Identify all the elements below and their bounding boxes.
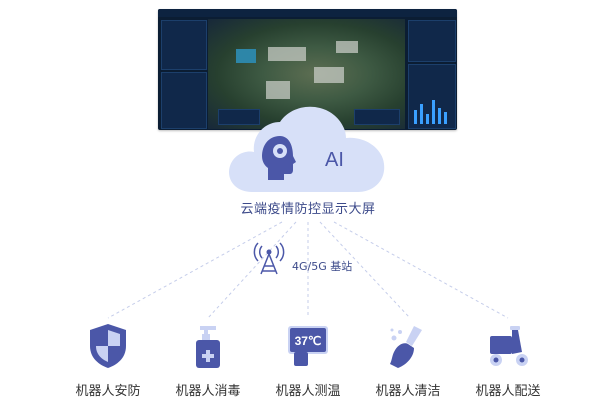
cloud-caption: 云端疫情防控显示大屏 <box>240 202 376 217</box>
robot-label: 机器人消毒 <box>175 384 241 399</box>
robot-label: 机器人清洁 <box>375 384 441 399</box>
dashboard-topbar <box>158 9 457 17</box>
robot-delivery: 机器人配送 <box>458 322 558 402</box>
ai-cloud: AI <box>228 106 385 192</box>
robot-label: 机器人测温 <box>275 384 341 399</box>
dashboard-bottom-card-2 <box>354 109 400 125</box>
disinfect-spray-icon <box>196 326 220 368</box>
dashboard-right-panel <box>408 20 456 62</box>
ai-label: AI <box>325 149 344 171</box>
delivery-scooter-icon <box>490 326 528 366</box>
ai-head-icon <box>262 136 296 180</box>
dashboard-left-panel <box>161 20 207 70</box>
thermo-temp-text: 37℃ <box>295 334 322 348</box>
tower-label: 4G/5G 基站 <box>292 260 353 273</box>
dashboard-right-panel-2 <box>408 64 456 129</box>
robot-label: 机器人安防 <box>75 384 141 399</box>
dashboard-bottom-card <box>218 109 260 125</box>
robot-cleaning: 机器人清洁 <box>358 322 458 402</box>
cleaning-broom-icon <box>390 326 422 368</box>
cloud-shape <box>228 106 385 192</box>
signal-tower-icon <box>253 242 285 275</box>
dashboard-left-panel-2 <box>161 72 207 129</box>
robot-disinfect: 机器人消毒 <box>158 322 258 402</box>
robot-security: 机器人安防 <box>58 322 158 402</box>
thermometer-icon: 37℃ <box>288 326 328 366</box>
robot-temperature: 37℃ 机器人测温 <box>258 322 358 402</box>
shield-icon <box>90 324 126 368</box>
robot-label: 机器人配送 <box>475 384 541 399</box>
